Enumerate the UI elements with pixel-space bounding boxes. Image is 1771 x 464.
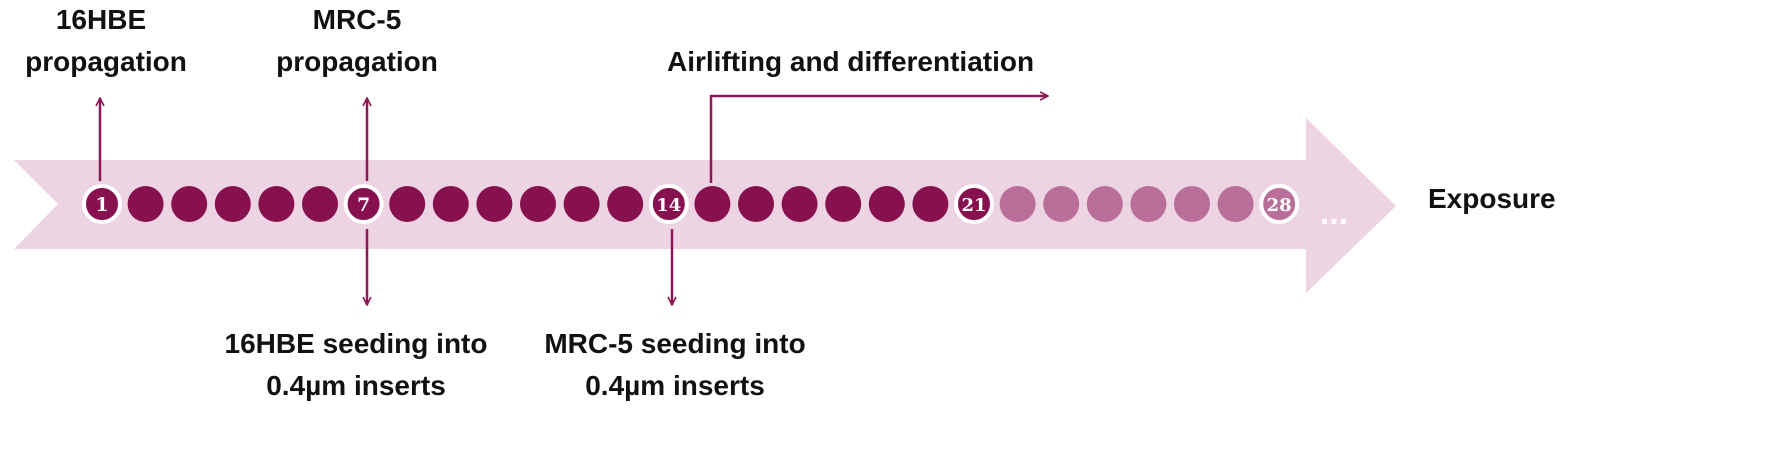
day-dots: 1 7 14 21 28	[82, 184, 1300, 224]
day-dot-25	[1130, 186, 1167, 222]
day-label-14: 14	[656, 195, 681, 216]
day-dot-9	[432, 186, 469, 222]
timeline-ellipsis: ...	[1320, 194, 1348, 232]
day-dot-27	[1217, 186, 1254, 222]
day-dot-4	[214, 186, 251, 222]
mrc-propagation-label: MRC-5	[313, 4, 402, 35]
day-dot-23	[1043, 186, 1080, 222]
day-dot-28	[1259, 184, 1300, 224]
day-dot-15	[694, 186, 731, 222]
day-label-28: 28	[1267, 195, 1292, 216]
mrc-seeding-label: MRC-5 seeding into	[544, 328, 805, 359]
day-dot-3	[171, 186, 208, 222]
day-dot-5	[258, 186, 295, 222]
day-dot-12	[563, 186, 600, 222]
day-dot-8	[389, 186, 426, 222]
exposure-label: Exposure	[1428, 183, 1556, 214]
day-dot-13	[607, 186, 644, 222]
day-dot-16	[738, 186, 774, 222]
day-dot-18	[825, 186, 862, 222]
day-dot-7	[343, 184, 384, 224]
day-label-21: 21	[961, 195, 986, 216]
day-dot-26	[1174, 186, 1210, 222]
day-dot-22	[999, 186, 1036, 222]
day-dot-10	[476, 186, 513, 222]
day-dot-21	[954, 184, 994, 224]
day-dot-11	[520, 186, 556, 222]
airlifting-arrow	[709, 96, 1048, 183]
airlifting-label: Airlifting and differentiation	[667, 46, 1034, 77]
day-dot-1	[82, 184, 122, 224]
day-dot-6	[302, 186, 338, 222]
mrc-seeding-label-line2: 0.4µm inserts	[585, 370, 765, 401]
day-dot-24	[1086, 186, 1123, 222]
day-dot-19	[868, 186, 905, 222]
day-dot-14	[648, 184, 689, 224]
day-dot-2	[127, 186, 164, 222]
day-label-7: 7	[357, 194, 370, 216]
day-label-1: 1	[95, 194, 108, 216]
hbe-seeding-label: 16HBE seeding into	[225, 328, 488, 359]
hbe-propagation-label: 16HBE	[56, 4, 146, 35]
day-dot-20	[912, 186, 949, 222]
hbe-propagation-label-line2: propagation	[25, 46, 187, 77]
day-dot-17	[781, 186, 818, 222]
hbe-seeding-label-line2: 0.4µm inserts	[266, 370, 446, 401]
mrc-propagation-label-line2: propagation	[276, 46, 438, 77]
